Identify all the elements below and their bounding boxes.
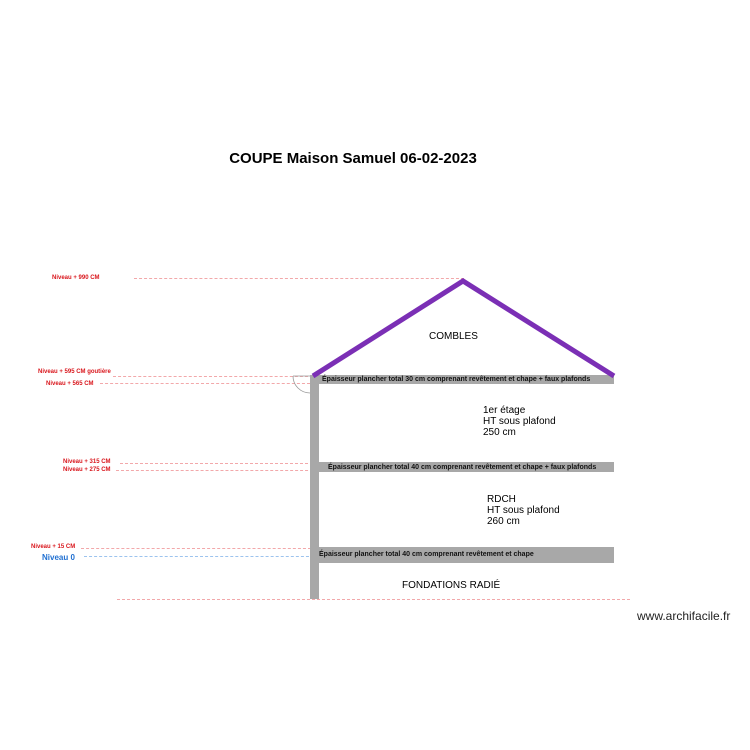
roof-outline [311,278,616,379]
slab-ground-floor: Épaisseur plancher total 40 cm comprenan… [310,547,614,563]
level-label-275: Niveau + 275 CM [63,467,111,473]
level-line-0 [84,556,314,557]
level-label-565: Niveau + 565 CM [46,381,94,387]
ground-floor-height-label: HT sous plafond [487,505,560,516]
level-label-15: Niveau + 15 CM [31,544,76,550]
slab-attic-floor: Épaisseur plancher total 30 cm comprenan… [310,375,614,384]
level-line-990 [134,278,464,279]
level-line-315 [120,463,318,464]
slab-ground-label: Épaisseur plancher total 40 cm comprenan… [319,551,534,558]
slab-first-floor: Épaisseur plancher total 40 cm comprenan… [319,462,614,472]
first-floor-height-value: 250 cm [483,427,516,438]
level-line-565 [100,383,310,384]
level-label-315: Niveau + 315 CM [63,459,111,465]
ground-floor-name: RDCH [487,494,516,505]
level-label-990: Niveau + 990 CM [52,275,100,281]
exterior-wall [310,376,319,599]
ground-floor-room-label: RDCH HT sous plafond 260 cm [487,494,560,527]
first-floor-height-label: HT sous plafond [483,416,556,427]
ground-floor-height-value: 260 cm [487,516,520,527]
level-label-595: Niveau + 595 CM goutière [38,369,111,375]
watermark: www.archifacile.fr [637,609,731,623]
door-swing-arc [292,375,311,394]
ground-line [117,599,630,600]
drawing-title: COUPE Maison Samuel 06-02-2023 [229,150,477,167]
foundation-label: FONDATIONS RADIÉ [402,580,501,591]
slab-attic-label: Épaisseur plancher total 30 cm comprenan… [322,376,591,383]
first-floor-name: 1er étage [483,405,526,416]
attic-label: COMBLES [429,331,478,342]
first-floor-room-label: 1er étage HT sous plafond 250 cm [483,405,556,438]
level-line-275 [116,470,318,471]
level-line-15 [81,548,311,549]
slab-first-label: Épaisseur plancher total 40 cm comprenan… [328,464,597,471]
level-label-0: Niveau 0 [42,553,75,562]
level-line-595 [113,376,313,377]
